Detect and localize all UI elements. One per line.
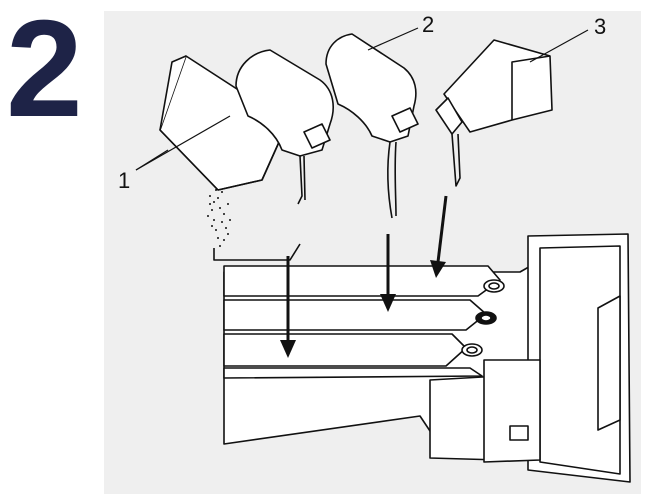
callout-label-1: 1 xyxy=(118,168,130,193)
liquid-detergent-bottle-icon xyxy=(235,49,334,205)
arrow-3 xyxy=(436,195,448,263)
powder-particles xyxy=(207,189,231,247)
arrow-head-2 xyxy=(380,294,396,312)
callout-label-3: 3 xyxy=(594,14,606,39)
additive-bottle-icon xyxy=(435,39,553,187)
callout-label-2: 2 xyxy=(422,12,434,37)
callout-leaders xyxy=(135,27,589,171)
powder-box-icon xyxy=(159,55,289,191)
pour-arrows xyxy=(280,195,448,358)
leader-2 xyxy=(367,27,419,51)
powder-tray-lip xyxy=(213,243,301,261)
leader-1b xyxy=(135,115,231,171)
step-number: 2 xyxy=(6,0,83,146)
leader-3 xyxy=(529,29,589,63)
arrow-head-3 xyxy=(430,260,446,278)
arrow-head-1 xyxy=(280,340,296,358)
softener-bottle-icon xyxy=(325,33,419,219)
